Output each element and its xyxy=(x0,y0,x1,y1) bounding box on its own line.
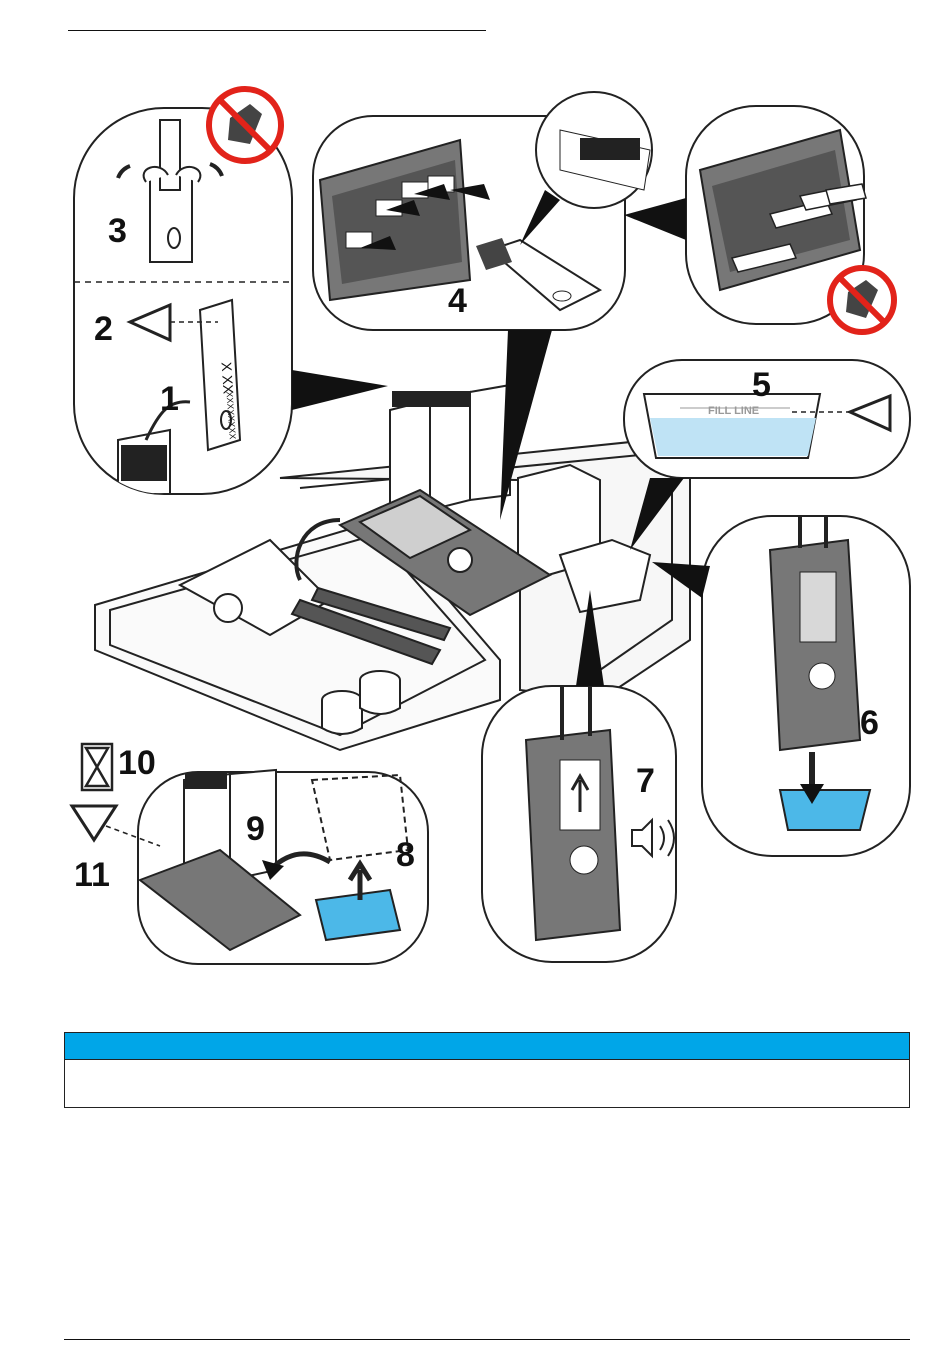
step-number-5: 5 xyxy=(752,366,771,404)
hourglass-icon xyxy=(82,744,112,790)
notice-header-bar xyxy=(65,1033,909,1060)
step-number-1: 1 xyxy=(160,380,179,418)
fill-line-label: FILL LINE xyxy=(708,405,759,417)
notice-body xyxy=(65,1060,909,1108)
step-number-4: 4 xyxy=(448,282,467,320)
sachet-code: X XX xyxy=(218,361,236,395)
step-number-9: 9 xyxy=(246,810,265,848)
step-number-2: 2 xyxy=(94,310,113,348)
panel-store-sensors: 9 8 10 11 xyxy=(72,744,428,964)
footer-rule xyxy=(64,1339,910,1340)
notice-box xyxy=(64,1032,910,1108)
step-number-11: 11 xyxy=(74,856,110,894)
step-number-7: 7 xyxy=(636,762,655,800)
panel-immerse-sensors: 6 xyxy=(652,516,910,856)
step-number-3: 3 xyxy=(108,212,127,250)
no-touch-icon-2 xyxy=(830,268,894,332)
quick-start-illustration: 3 2 1 X XX XXXXXXXX 4 xyxy=(0,0,950,1000)
step-number-6: 6 xyxy=(860,704,879,742)
step-number-10: 10 xyxy=(118,744,156,782)
no-touch-icon xyxy=(209,89,281,161)
panel-sensors-inserted xyxy=(624,106,894,332)
step-number-8: 8 xyxy=(396,836,415,874)
